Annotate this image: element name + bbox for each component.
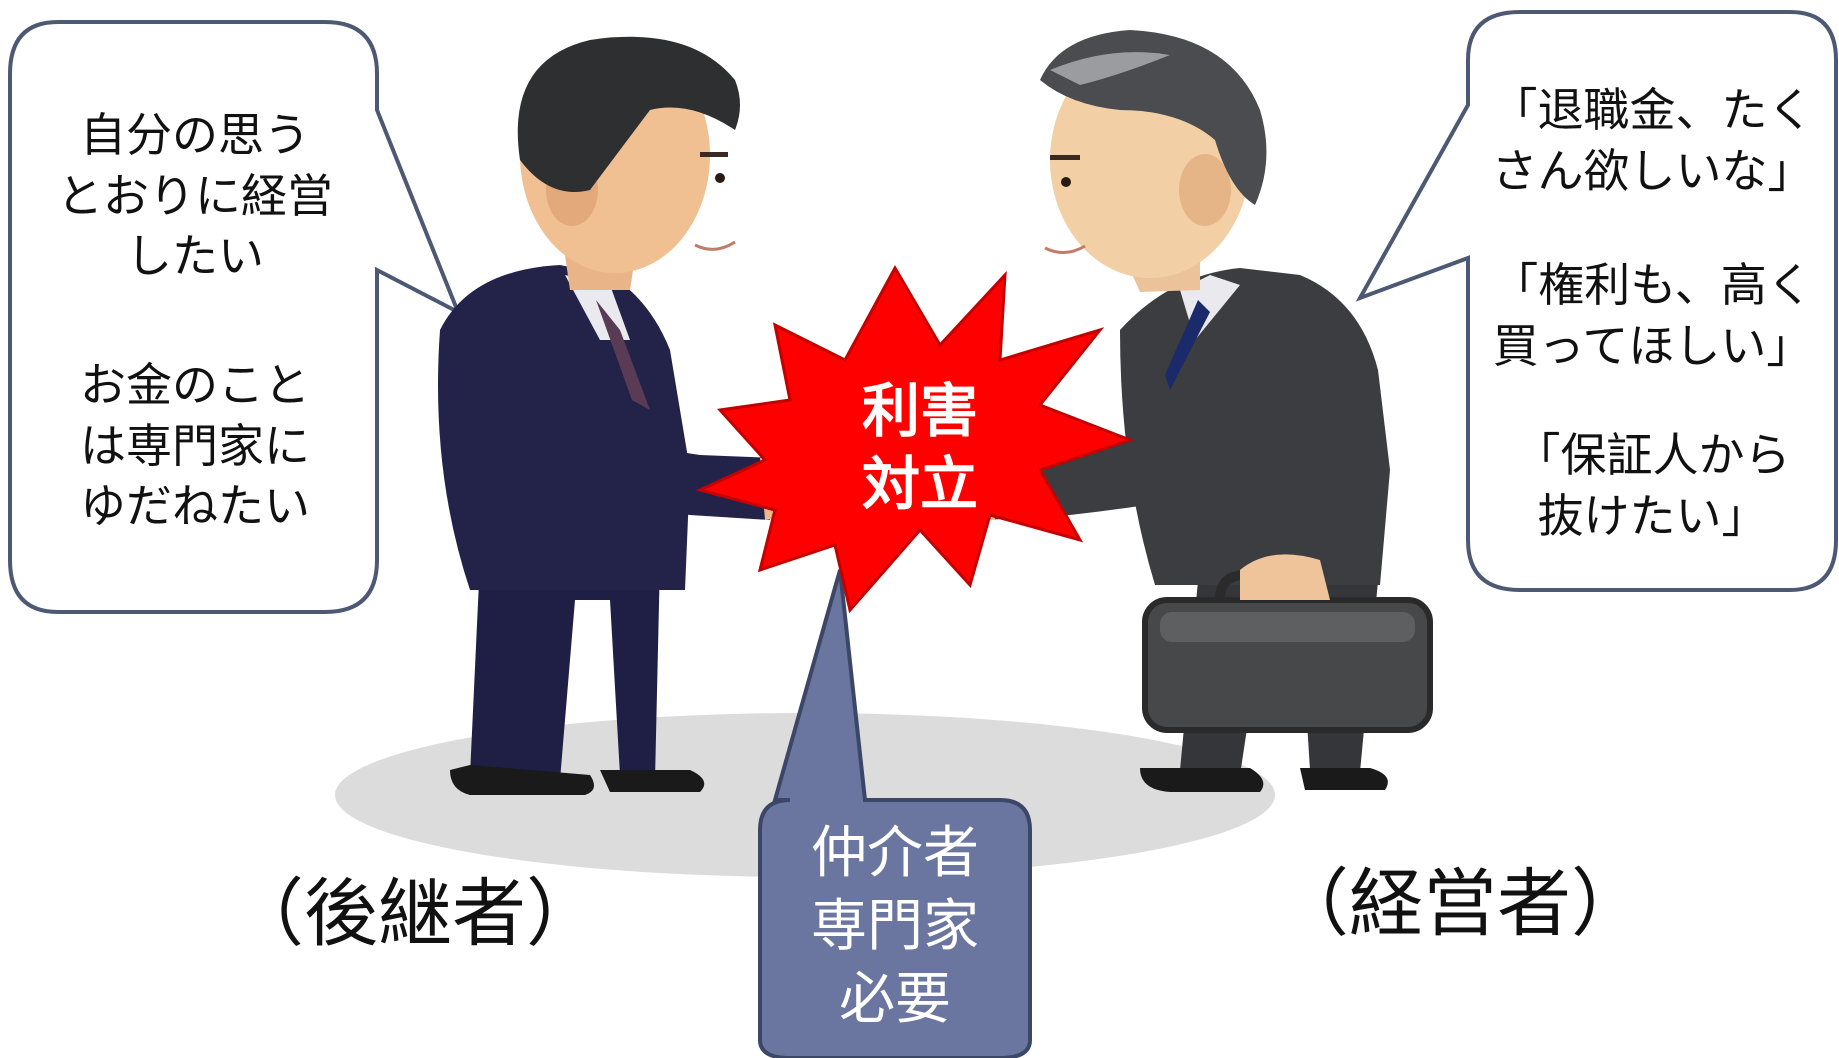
conflict-burst <box>695 264 1135 614</box>
left-bubble-text-2: お金のこと は専門家に ゆだねたい <box>80 358 310 534</box>
right-bubble-text-2: 「権利も、高く 買ってほしい」 <box>1492 258 1813 373</box>
conflict-label: 利害 対立 <box>861 377 978 518</box>
right-bubble-text-3: 「保証人から 抜けたい」 <box>1514 428 1791 543</box>
successor-figure <box>438 36 808 795</box>
owner-label: （経営者） <box>1275 861 1645 947</box>
successor-label: （後継者） <box>230 871 600 957</box>
right-bubble-text-1: 「退職金、たく さん欲しいな」 <box>1491 83 1814 198</box>
left-bubble-text-1: 自分の思う とおりに経営 したい <box>57 108 333 284</box>
mediator-label: 仲介者 専門家 必要 <box>811 821 979 1032</box>
right-speech-bubble <box>1355 10 1838 592</box>
left-speech-bubble <box>8 20 462 614</box>
